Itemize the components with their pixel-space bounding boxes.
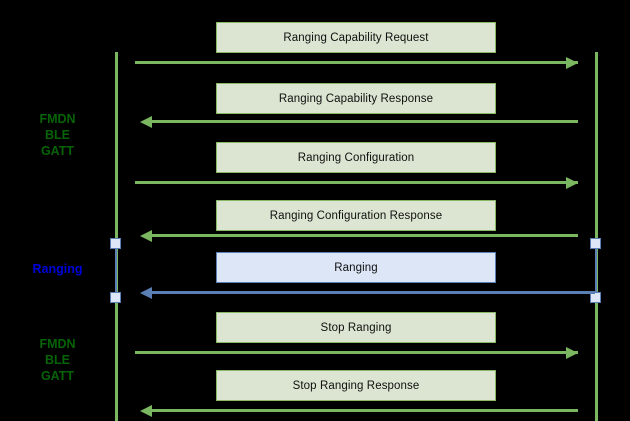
message-arrow-line-2 <box>152 120 578 123</box>
left-lifeline <box>115 52 118 421</box>
phase-label-ranging: Ranging <box>32 262 83 276</box>
message-arrow-head-left-7 <box>140 404 152 417</box>
message-arrow-head-left-2 <box>140 115 152 128</box>
message-box-ranging-configuration: Ranging Configuration <box>216 142 496 173</box>
activation-box-right-end <box>590 292 601 303</box>
message-arrow-head-right-1 <box>566 56 578 69</box>
message-box-ranging-capability-response: Ranging Capability Response <box>216 83 496 114</box>
phase-label-fmdn-top: FMDN BLE GATT <box>39 112 76 158</box>
message-box-ranging-capability-request: Ranging Capability Request <box>216 22 496 53</box>
activation-box-left-end <box>110 292 121 303</box>
message-arrow-line-7 <box>152 409 578 412</box>
message-arrow-head-left-4 <box>140 229 152 242</box>
message-arrow-line-4 <box>152 234 578 237</box>
activation-box-left-start <box>110 238 121 249</box>
activation-bar-right <box>595 249 597 297</box>
message-box-ranging: Ranging <box>216 252 496 283</box>
message-arrow-head-right-3 <box>566 176 578 189</box>
activation-bar-left <box>115 249 117 297</box>
message-arrow-line-5 <box>152 291 595 294</box>
message-box-stop-ranging-response: Stop Ranging Response <box>216 370 496 401</box>
message-arrow-line-6 <box>135 351 578 354</box>
message-box-ranging-configuration-response: Ranging Configuration Response <box>216 200 496 231</box>
phase-label-fmdn-bottom: FMDN BLE GATT <box>39 337 76 383</box>
message-arrow-head-right-6 <box>566 346 578 359</box>
message-arrow-head-left-5 <box>140 286 152 299</box>
right-lifeline <box>595 52 598 421</box>
message-arrow-line-1 <box>135 61 578 64</box>
activation-box-right-start <box>590 238 601 249</box>
message-box-stop-ranging: Stop Ranging <box>216 312 496 343</box>
message-arrow-line-3 <box>135 181 578 184</box>
